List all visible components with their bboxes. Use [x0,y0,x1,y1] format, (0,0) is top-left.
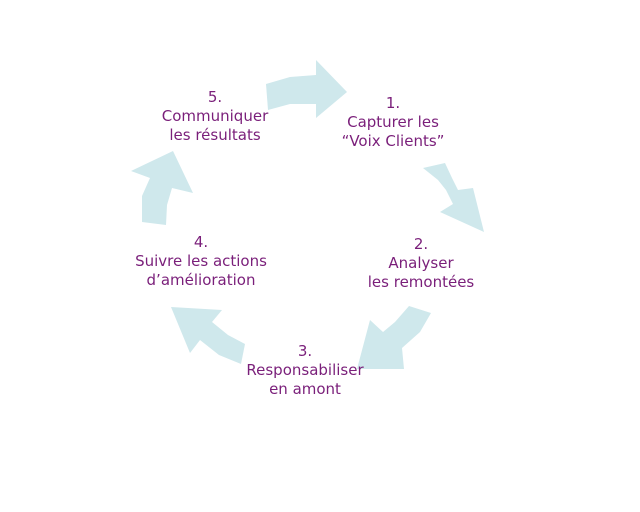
arrow-1-to-2-icon [423,163,484,232]
step-2-line-1: Analyser [388,254,454,272]
step-5-communicate: 5. Communiquer les résultats [140,88,290,145]
step-3-line-2: en amont [269,380,341,398]
arrow-3-to-4-icon [171,307,245,364]
step-1-number: 1. [385,94,401,112]
step-3-line-1: Responsabiliser [246,361,364,379]
arrow-5-to-1-icon [266,60,347,118]
arrow-4-to-5-icon [131,151,193,225]
step-5-line-1: Communiquer [161,107,269,125]
step-4-follow-up: 4. Suivre les actions d’amélioration [106,233,296,290]
step-2-number: 2. [413,235,429,253]
step-2-analyze: 2. Analyser les remontées [346,235,496,292]
step-1-line-2: “Voix Clients” [341,132,445,150]
step-4-line-2: d’amélioration [146,271,256,289]
step-4-number: 4. [193,233,209,251]
step-5-number: 5. [207,88,223,106]
step-3-number: 3. [297,342,313,360]
step-5-line-2: les résultats [169,126,261,144]
arrow-2-to-3-icon [357,306,431,369]
step-2-line-2: les remontées [367,273,475,291]
step-1-capture: 1. Capturer les “Voix Clients” [318,94,468,151]
step-4-line-1: Suivre les actions [135,252,267,270]
step-1-line-1: Capturer les [347,113,439,131]
step-3-responsibility: 3. Responsabiliser en amont [215,342,395,399]
